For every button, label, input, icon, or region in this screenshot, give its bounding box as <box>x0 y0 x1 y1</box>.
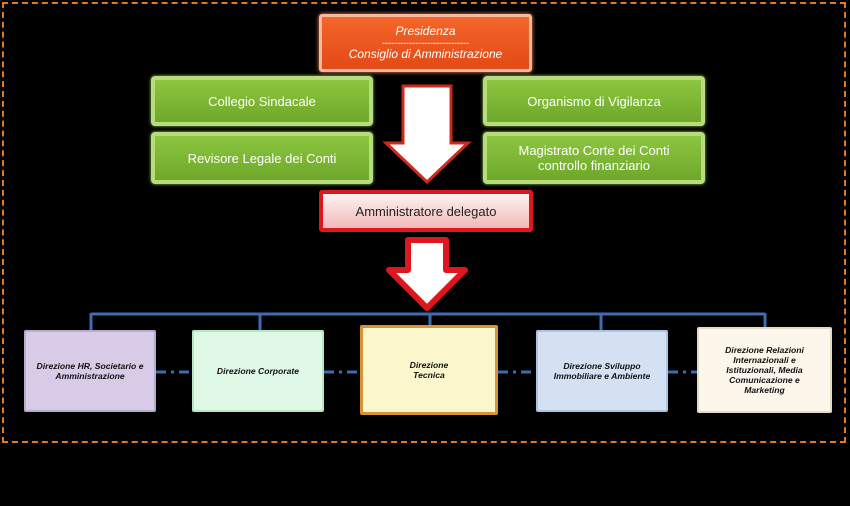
direzione-tecnica-label: Direzione Tecnica <box>409 360 449 380</box>
revisore-legale-box: Revisore Legale dei Conti <box>151 132 373 184</box>
direzione-relazioni-label: Direzione Relazioni Internazionali e Ist… <box>725 345 804 395</box>
organismo-vigilanza-label: Organismo di Vigilanza <box>527 93 661 109</box>
organismo-vigilanza-box: Organismo di Vigilanza <box>483 76 705 126</box>
direzione-tecnica-box: Direzione Tecnica <box>360 325 498 415</box>
direzione-corporate-box: Direzione Corporate <box>192 330 324 412</box>
consiglio-label: Consiglio di Amministrazione <box>348 47 503 61</box>
dashed-frame <box>2 2 846 443</box>
direzione-sviluppo-box: Direzione Sviluppo Immobiliare e Ambient… <box>536 330 668 412</box>
magistrato-corte-box: Magistrato Corte dei Conti controllo fin… <box>483 132 705 184</box>
collegio-sindacale-label: Collegio Sindacale <box>208 93 316 109</box>
collegio-sindacale-box: Collegio Sindacale <box>151 76 373 126</box>
direzione-relazioni-box: Direzione Relazioni Internazionali e Ist… <box>697 327 832 413</box>
down-arrow-top <box>382 84 472 185</box>
direzione-corporate-label: Direzione Corporate <box>216 366 300 376</box>
revisore-legale-label: Revisore Legale dei Conti <box>187 150 337 166</box>
direzione-sviluppo-label: Direzione Sviluppo Immobiliare e Ambient… <box>553 361 651 381</box>
magistrato-corte-label: Magistrato Corte dei Conti controllo fin… <box>518 143 670 173</box>
presidenza-label: Presidenza <box>395 24 456 38</box>
tree-connector <box>89 312 767 330</box>
presidenza-box: Presidenza -----------------------------… <box>319 14 532 72</box>
direzione-hr-label: Direzione HR, Societario e Amministrazio… <box>36 361 144 381</box>
down-arrow-bottom <box>386 237 468 311</box>
amministratore-delegato-box: Amministratore delegato <box>319 190 533 232</box>
presidenza-separator: ----------------------------- <box>382 38 469 48</box>
direzione-hr-box: Direzione HR, Societario e Amministrazio… <box>24 330 156 412</box>
amministratore-delegato-label: Amministratore delegato <box>355 203 497 219</box>
